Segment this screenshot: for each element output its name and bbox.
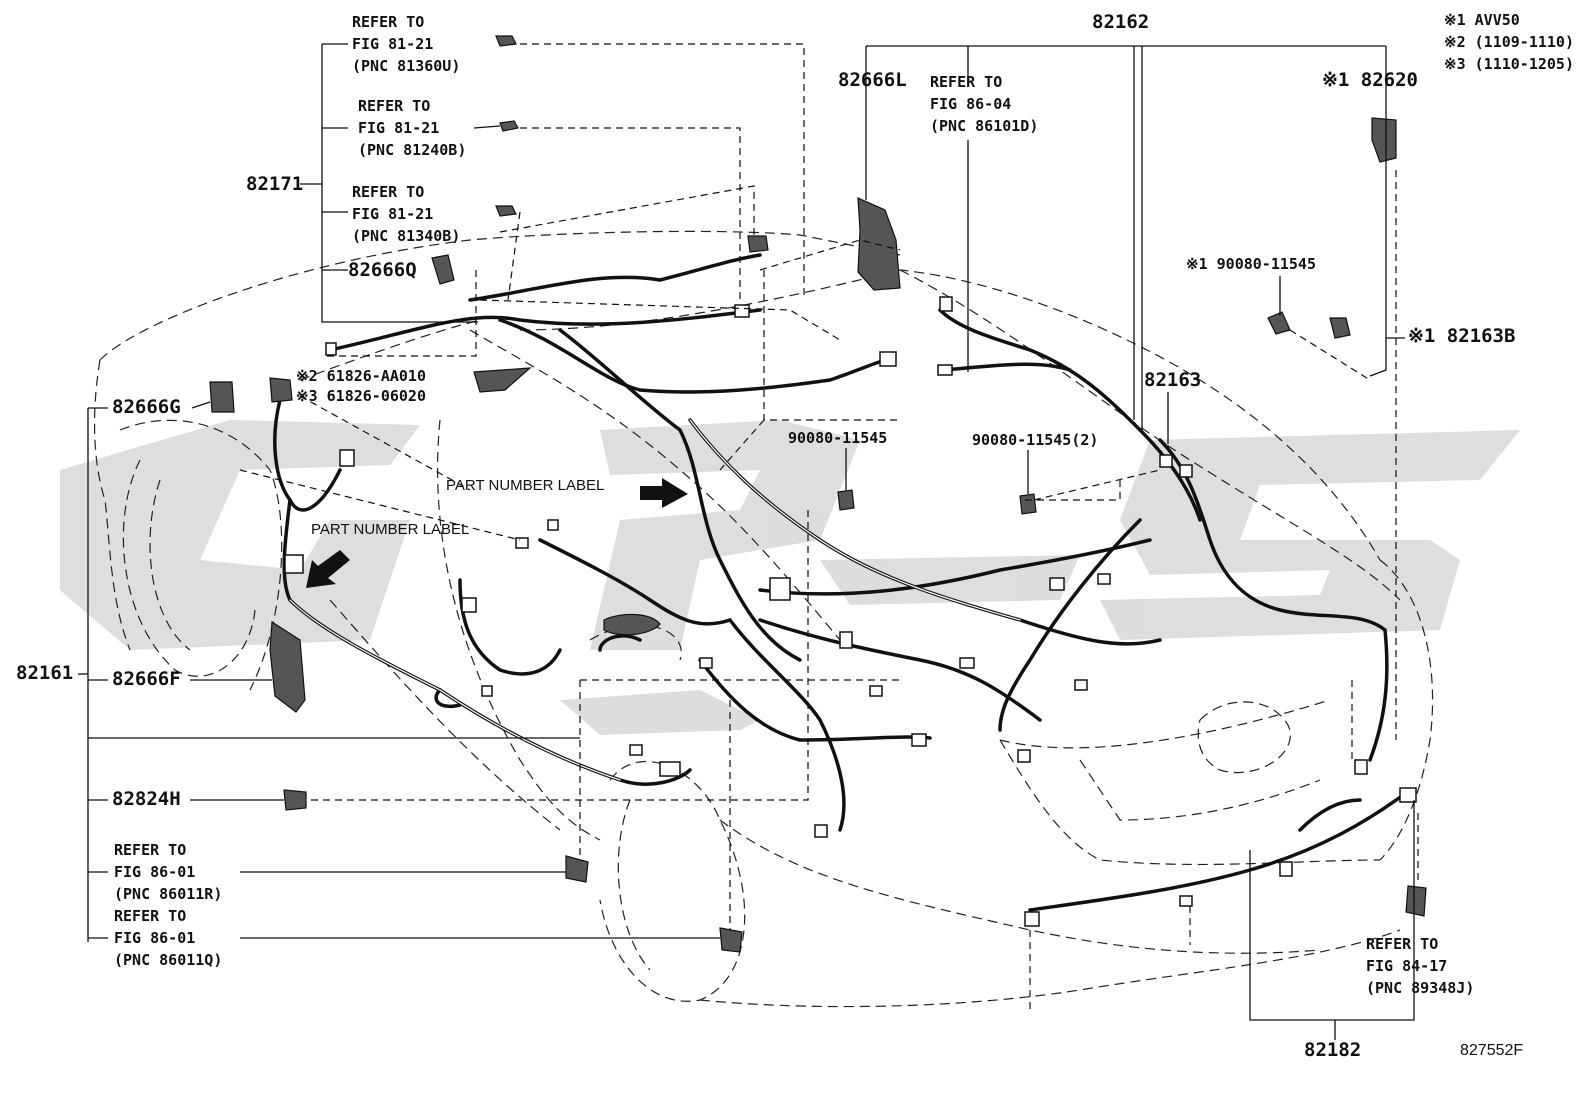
part-82161: 82161: [16, 662, 74, 684]
part-82182: 82182: [1304, 1039, 1362, 1061]
part-number-label-1: PART NUMBER LABEL: [446, 477, 605, 494]
note-1: ※1 AVV50: [1444, 11, 1520, 29]
ref-86011r-line3: (PNC 86011R): [114, 885, 223, 903]
ref-81240b-line2: FIG 81-21: [358, 119, 440, 137]
ref-86011q-line1: REFER TO: [114, 907, 187, 925]
part-number-label-2: PART NUMBER LABEL: [311, 521, 470, 538]
arrow-icon: [640, 478, 688, 508]
part-61826-06020: ※3 61826-06020: [296, 387, 426, 405]
figure-id: 827552F: [1460, 1042, 1524, 1059]
ref-81360u-line2: FIG 81-21: [352, 35, 434, 53]
watermark-logo: [60, 420, 1520, 735]
arrow-icon: [306, 550, 350, 588]
note-3: ※3 (1110-1205): [1444, 55, 1574, 73]
ref-89348j-line2: FIG 84-17: [1366, 957, 1448, 975]
connectors: [284, 296, 1417, 927]
part-82666l: 82666L: [838, 69, 907, 91]
ref-86011r-line1: REFER TO: [114, 841, 187, 859]
ref-81340b-line3: (PNC 81340B): [352, 227, 461, 245]
ref-89348j-line3: (PNC 89348J): [1366, 979, 1475, 997]
ref-86011q-line3: (PNC 86011Q): [114, 951, 223, 969]
part-82163b: ※1 82163B: [1408, 325, 1516, 347]
part-82171: 82171: [246, 173, 304, 195]
part-61826-aa010: ※2 61826-AA010: [296, 367, 426, 385]
part-82163: 82163: [1144, 369, 1202, 391]
part-82666q: 82666Q: [348, 259, 417, 281]
ref-81240b-line3: (PNC 81240B): [358, 141, 467, 159]
ref-81340b-line2: FIG 81-21: [352, 205, 434, 223]
note-2: ※2 (1109-1110): [1444, 33, 1574, 51]
part-82162: 82162: [1092, 11, 1150, 33]
part-82824h: 82824H: [112, 788, 181, 810]
part-number-arrows: [306, 478, 688, 588]
ref-81360u-line3: (PNC 81360U): [352, 57, 461, 75]
ref-86011r-line2: FIG 86-01: [114, 863, 196, 881]
component-parts: [209, 35, 1427, 953]
ref-86101d-line3: (PNC 86101D): [930, 117, 1039, 135]
ref-81360u-line1: REFER TO: [352, 13, 425, 31]
ref-89348j-line1: REFER TO: [1366, 935, 1439, 953]
part-90080-11545-c: 90080-11545(2): [972, 431, 1099, 449]
part-90080-11545-b: 90080-11545: [788, 429, 888, 447]
wire-harness-main: [273, 253, 1412, 912]
ref-86011q-line2: FIG 86-01: [114, 929, 196, 947]
ref-81240b-line1: REFER TO: [358, 97, 431, 115]
leader-lines: [78, 43, 1415, 1040]
car-body-outline: [93, 230, 1434, 1008]
ref-81340b-line1: REFER TO: [352, 183, 425, 201]
ref-86101d-line1: REFER TO: [930, 73, 1003, 91]
part-82666g: 82666G: [112, 396, 181, 418]
ref-86101d-line2: FIG 86-04: [930, 95, 1012, 113]
dashed-reference-lines: [239, 43, 1419, 1010]
part-90080-11545-a: ※1 90080-11545: [1186, 255, 1316, 273]
part-82666f: 82666F: [112, 668, 181, 690]
part-82620: ※1 82620: [1322, 69, 1418, 91]
